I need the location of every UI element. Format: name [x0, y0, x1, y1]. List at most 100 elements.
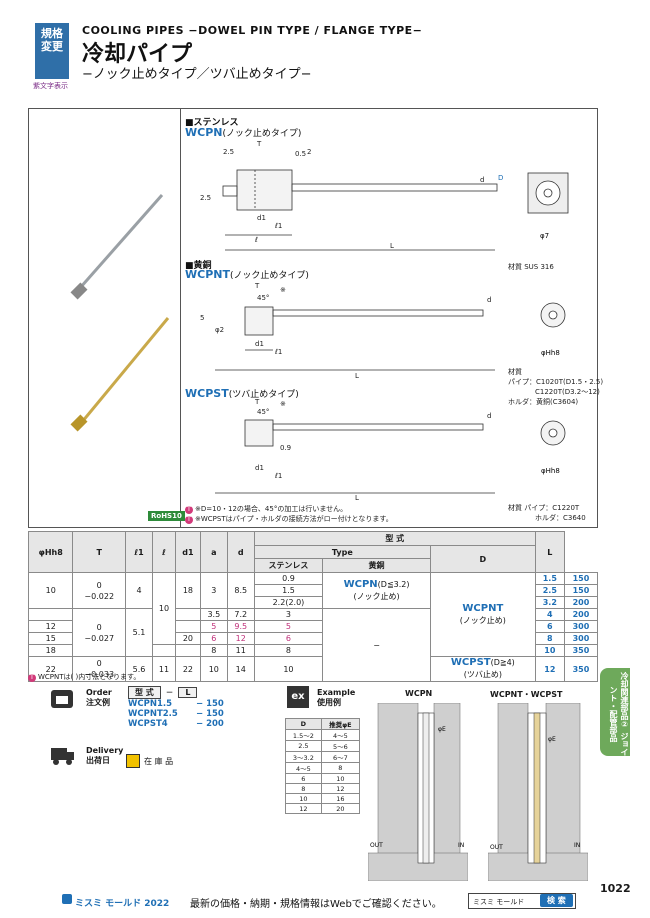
spec-table: φHh8 T ℓ1 ℓ d1 a d 型 式 L Type D ステンレス 黄銅…: [27, 531, 599, 682]
cell: 10: [534, 644, 565, 657]
spec-frame-divider: [180, 108, 181, 528]
cell: 0−0.022: [72, 572, 127, 609]
note-1: T※D=10・12の場合、45°の加工は行いません。: [185, 504, 347, 514]
cell: 10: [27, 572, 74, 609]
dim-label: d: [487, 296, 491, 304]
type-note: (ノック止め): [459, 615, 506, 625]
cell: 10: [199, 656, 228, 682]
wcpnt-drawing: T 45° ※ φ2 5 d1 ℓ1 L d: [200, 282, 495, 380]
page-number: 1022: [600, 882, 631, 895]
footer-search-button[interactable]: 検 索: [540, 894, 573, 907]
type-wcpn-code: WCPN: [185, 126, 223, 139]
cell: 12: [285, 803, 322, 814]
cell: 18: [175, 572, 201, 609]
col-header: 推奨φE: [320, 718, 361, 730]
order-type: WCPN1.5: [128, 699, 173, 709]
spec-change-badge: 規格 変更: [35, 23, 69, 79]
tol-upper: 0: [96, 622, 102, 632]
cell: 0−0.033: [72, 656, 127, 682]
cell: [175, 620, 201, 633]
dim-label: 45°: [257, 294, 269, 302]
dim-label: ℓ: [254, 236, 258, 244]
type-wcpn-heading: WCPN(ノック止めタイプ): [185, 126, 301, 139]
footer-search-field[interactable]: ミスミ モールド: [468, 893, 576, 909]
footer-brand: ミスミ モールド 2022: [75, 899, 170, 909]
type-code: WCPST: [450, 657, 491, 668]
dim-label: 2.5: [223, 148, 234, 156]
wcpn-end-view: φ7: [527, 172, 569, 240]
cell: 9.5: [226, 620, 255, 633]
dim-label: T: [254, 282, 260, 290]
material-line: 材質 パイプ：C1220T: [508, 504, 580, 512]
cell-type-wcpn: WCPN(D≦3.2)(ノック止め): [322, 572, 431, 609]
wcpst-drawing: T 45° ※ 0.9 d1 ℓ1 L d: [215, 398, 495, 502]
cell: 22: [175, 656, 201, 682]
in-label: IN: [458, 842, 464, 849]
category-side-tab[interactable]: 冷却関連部品② ジョイント・配管部品: [600, 668, 630, 756]
truck-icon: [51, 748, 74, 765]
cell: 8: [534, 632, 565, 645]
cell: 18: [27, 644, 74, 657]
table-row: 18 8 11 8 10 350: [27, 644, 599, 657]
cell: 150: [563, 572, 599, 585]
col-header: φHh8: [27, 531, 74, 573]
cell: 150: [563, 584, 599, 597]
cell: 1.5〜2: [285, 729, 322, 741]
badge-line-2: 変更: [41, 40, 63, 53]
cell: 4〜5: [285, 762, 322, 774]
spec-change-note: 紫文字表示: [33, 82, 68, 90]
dim-label: 0.9: [280, 444, 291, 452]
material-stainless: 材質 SUS 316: [508, 263, 554, 271]
dim-label: ℓ1: [274, 472, 282, 480]
order-label-en: Order: [86, 688, 112, 697]
title-japanese: 冷却パイプ: [82, 42, 193, 67]
tol-upper: 0: [96, 580, 102, 590]
note-1-text: ※D=10・12の場合、45°の加工は行いません。: [195, 505, 348, 513]
footer-message: 最新の価格・納期・規格情報はWebでご確認ください。: [190, 899, 442, 910]
cell: 3: [199, 572, 228, 609]
note-2: T※WCPSTはパイプ・ホルダの接続方法がロー付けとなります。: [185, 514, 393, 524]
cell: 8: [320, 762, 361, 774]
dim-label: L: [355, 494, 359, 502]
cell: 10: [253, 656, 324, 682]
table-row: 0−0.027 5.1 3.5 7.2 3 − 4 200: [27, 608, 599, 682]
type-code: WCPNT: [462, 602, 504, 614]
cell: 7.2: [226, 608, 255, 621]
rohs-badge: RoHS10: [148, 511, 185, 521]
cell: 5.6: [125, 656, 153, 682]
type-note: (ツバ止め): [463, 670, 502, 679]
wcpst-end-view: φHh8: [540, 420, 566, 475]
cell: 2.5: [534, 584, 565, 597]
cell: 300: [563, 632, 599, 645]
type-wcpst-heading: WCPST(ツバ止めタイプ): [185, 387, 299, 400]
dim-label: d1: [257, 214, 266, 222]
stock-badge: 在 庫 品: [126, 754, 173, 768]
example-label: Example 使用例: [317, 688, 355, 708]
cell: 12: [534, 656, 565, 682]
cell: 10: [151, 572, 177, 645]
type-wcpst-note: (ツバ止めタイプ): [228, 390, 299, 400]
dim-label: 0.5: [295, 150, 306, 158]
fig-wcpnt-title: WCPNT・WCPST: [490, 690, 563, 699]
cell: 200: [563, 596, 599, 609]
type-wcpnt-note: (ノック止めタイプ): [229, 271, 309, 281]
col-header: Type: [253, 545, 431, 559]
dim-label: φ7: [540, 232, 549, 240]
type-note: (D≦3.2): [377, 579, 410, 589]
cell: 12: [320, 783, 361, 794]
cell: 14: [226, 656, 255, 682]
in-label: IN: [574, 842, 580, 849]
cell: 11: [226, 644, 255, 657]
cell: 200: [563, 608, 599, 621]
cell: 2.2(2.0): [253, 596, 324, 609]
material-line: ホルダ：C3640: [535, 514, 586, 522]
cell: 3〜3.2: [285, 751, 322, 763]
dim-label: d1: [255, 464, 264, 472]
dim-label: d: [487, 412, 491, 420]
order-head-type: 型 式: [128, 686, 161, 699]
type-wcpnt-code: WCPNT: [185, 268, 230, 281]
cell: 6: [285, 773, 322, 784]
